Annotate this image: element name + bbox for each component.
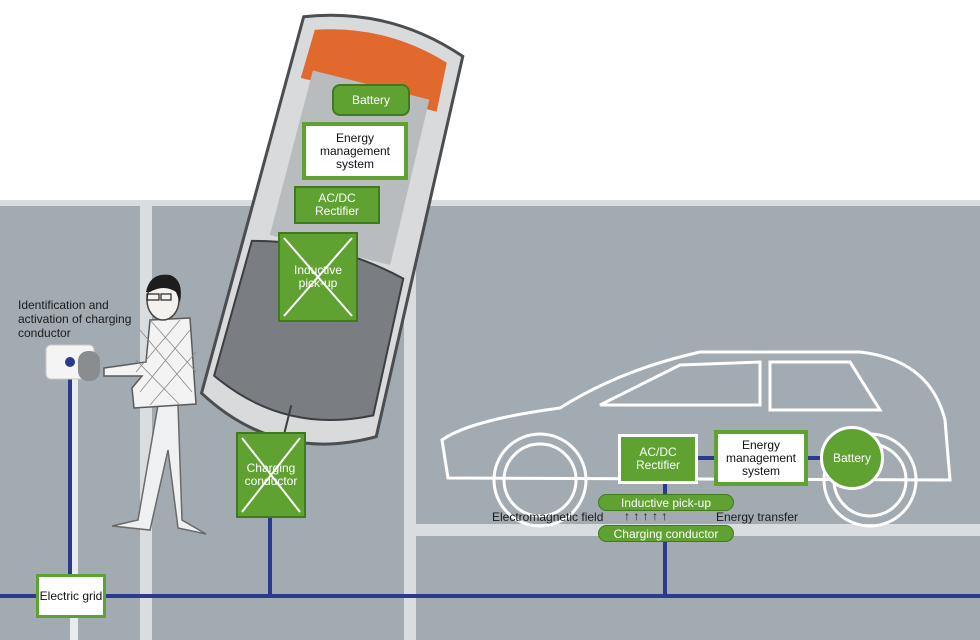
side-energy-mgmt-label: Energy management system: [725, 437, 797, 478]
charger-post-line: [70, 360, 78, 640]
ground-top-line: [0, 200, 980, 206]
car-battery-box: Battery: [332, 84, 410, 116]
side-rectifier-label: AC/DC Rectifier: [635, 445, 680, 472]
identification-label: Identification and activation of chargin…: [18, 298, 132, 340]
inductive-pickup-pill: Inductive pick-up: [598, 494, 734, 511]
side-rectifier-box: AC/DC Rectifier: [618, 434, 698, 484]
conductor-cross-icon: [241, 437, 301, 513]
car-battery-label: Battery: [351, 92, 390, 107]
car-inductive-label: Inductive pick-up: [293, 263, 343, 290]
car-rectifier-box: AC/DC Rectifier: [294, 186, 380, 224]
car-energy-mgmt-box: Energy management system: [302, 122, 408, 180]
side-energy-mgmt-box: Energy management system: [714, 430, 808, 486]
electric-grid-label: Electric grid: [39, 588, 103, 603]
side-battery-label: Battery: [832, 450, 871, 465]
em-field-label: Electromagnetic field: [492, 510, 604, 524]
energy-transfer-label: Energy transfer: [716, 510, 799, 524]
side-view-car-outline: [440, 350, 952, 528]
car-inductive-box: Inductive pick-up: [278, 232, 358, 322]
parking-line-2: [404, 200, 416, 640]
wall-charger-icon: [45, 344, 100, 381]
parking-line-1: [140, 200, 152, 640]
side-battery-circle: Battery: [820, 426, 884, 490]
field-arrows: ↑ ↑ ↑ ↑ ↑: [624, 509, 668, 523]
car-energy-mgmt-label: Energy management system: [319, 130, 391, 171]
left-charging-conductor-label: Charging conductor: [244, 461, 298, 488]
electric-grid-box: Electric grid: [36, 574, 106, 618]
inductive-cross-icon: [283, 237, 353, 317]
person-illustration: [103, 274, 207, 535]
power-wiring: [0, 370, 980, 598]
left-charging-conductor-box: Charging conductor: [236, 432, 306, 518]
car-rectifier-label: AC/DC Rectifier: [314, 191, 359, 218]
bottom-charging-conductor-pill: Charging conductor: [598, 525, 734, 542]
